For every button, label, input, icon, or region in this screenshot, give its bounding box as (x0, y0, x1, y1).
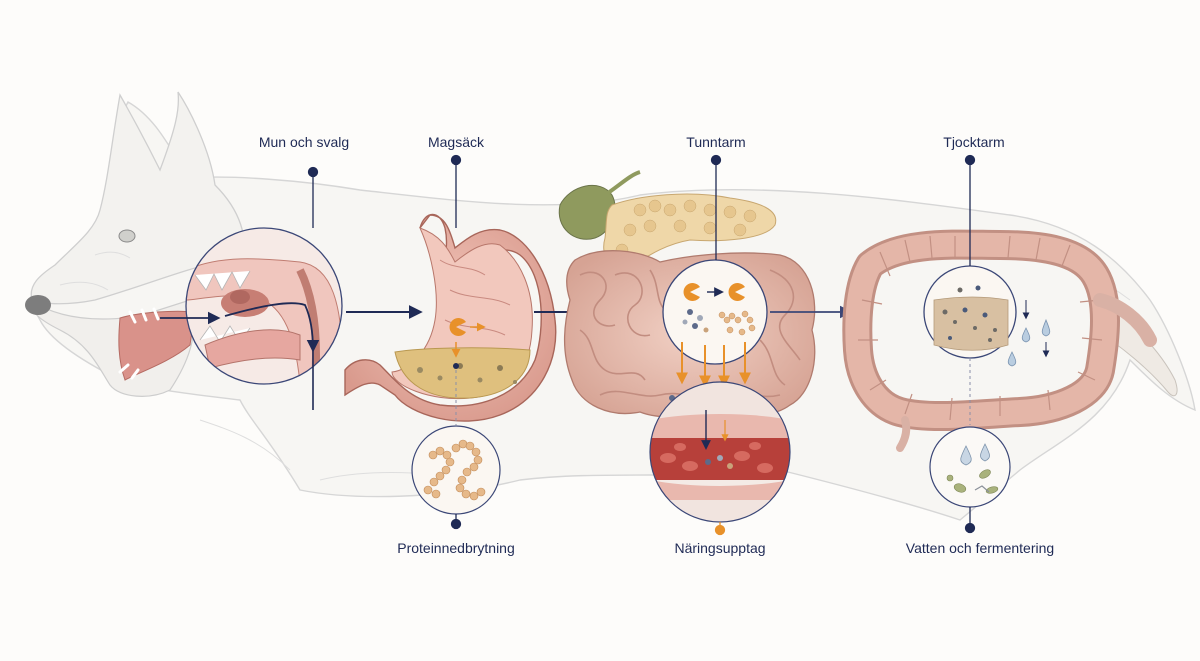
enzyme-icon (449, 318, 466, 336)
large-intestine-illustration (842, 229, 1157, 452)
label-water-fermentation: Vatten och fermentering (905, 540, 1055, 556)
label-stomach: Magsäck (427, 134, 485, 150)
label-nutrient-absorption: Näringsupptag (674, 540, 766, 556)
mouth-zoom-circle (160, 227, 343, 410)
protein-breakdown-circle (411, 425, 501, 515)
label-mouth: Mun och svalg (258, 134, 350, 150)
label-leaders (307, 154, 976, 536)
absorption-circle (649, 381, 791, 523)
label-protein-breakdown: Proteinnedbrytning (397, 540, 515, 556)
label-small-intestine: Tunntarm (686, 134, 746, 150)
water-fermentation-circle (929, 426, 1011, 508)
stomach-illustration (344, 213, 557, 425)
label-large-intestine: Tjocktarm (943, 134, 1005, 150)
